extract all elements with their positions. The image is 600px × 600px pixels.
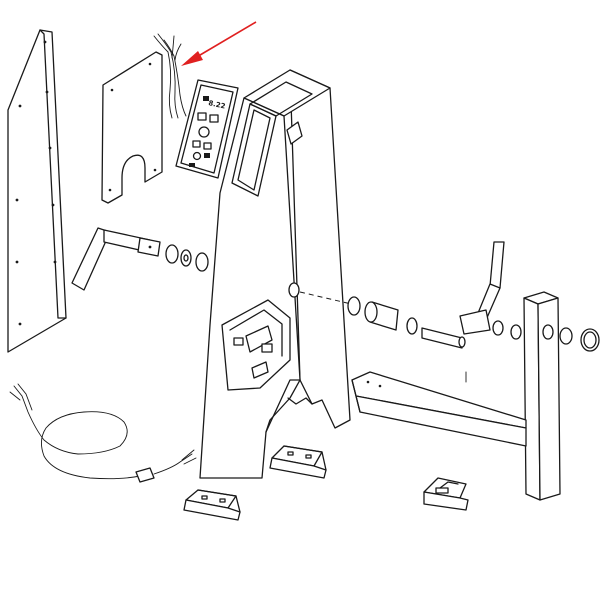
wire-bundle: [153, 33, 187, 119]
spindle: [421, 327, 463, 349]
panel-button: [203, 142, 212, 150]
washer: [180, 249, 192, 267]
main-frame-column: [199, 69, 351, 479]
foot-pad-3: [423, 477, 469, 511]
panel-knob: [198, 126, 210, 138]
bushing: [195, 252, 209, 272]
side-cover-panel: [7, 29, 67, 353]
assembly-axis-line: [299, 291, 361, 307]
panel-button: [197, 112, 207, 121]
right-upright-post: [523, 291, 600, 501]
panel-button: [209, 114, 219, 123]
collar: [165, 244, 179, 264]
power-cord: [9, 383, 197, 483]
nut: [492, 320, 504, 336]
washer: [406, 317, 418, 335]
collar: [347, 296, 361, 316]
cord-plug: [135, 467, 155, 483]
panel-indicator: [204, 153, 210, 158]
foot-pad-2: [269, 445, 327, 479]
indicator-arrow: [181, 21, 257, 66]
left-shaft-parts: [165, 244, 209, 272]
crank-handle-left: [71, 227, 161, 291]
panel-indicator: [203, 96, 209, 101]
panel-switch: [192, 151, 202, 161]
panel-button: [192, 140, 201, 148]
post-hole: [542, 324, 554, 340]
shaft-hole: [288, 282, 300, 298]
control-panel: 8.22: [175, 79, 239, 179]
washer: [510, 324, 522, 340]
base-beam: [351, 371, 527, 447]
panel-label: 8.22: [208, 99, 227, 110]
post-nut: [559, 327, 573, 345]
panel-indicator: [189, 163, 195, 167]
right-shaft-parts: [347, 296, 467, 383]
bay-fitting: [261, 343, 273, 353]
bay-fitting: [233, 337, 244, 346]
foot-pad-1: [183, 489, 241, 521]
crank-handle-right: [459, 241, 522, 340]
mounting-plate: [101, 51, 163, 204]
